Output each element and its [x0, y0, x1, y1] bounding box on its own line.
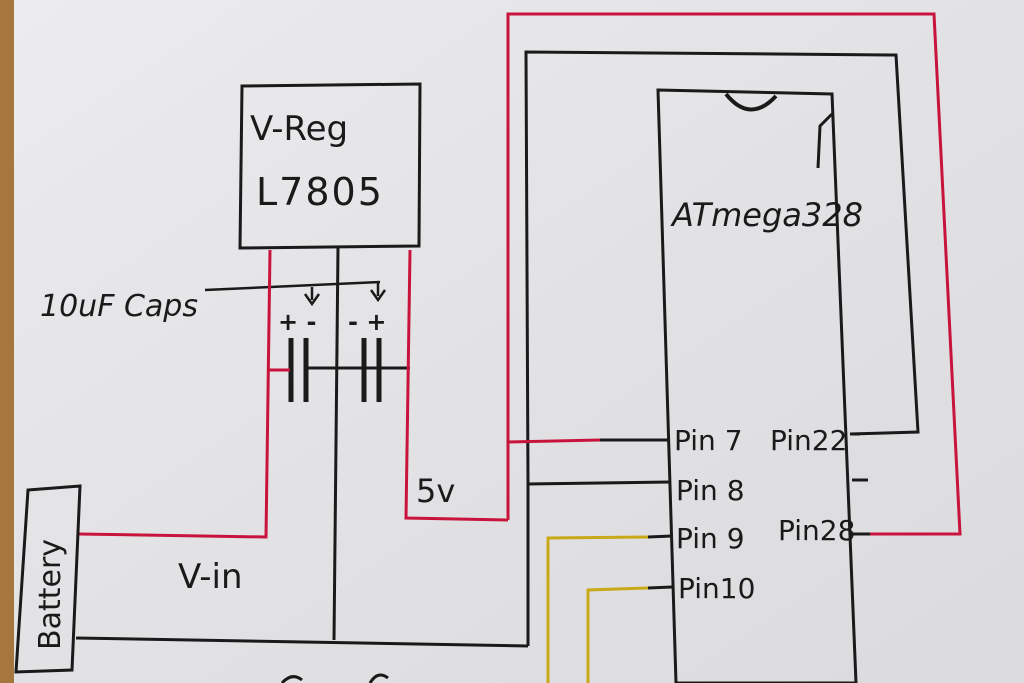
- chip-notch: [724, 92, 778, 112]
- pin-label-9: Pin 9: [676, 522, 745, 555]
- five-volt-riser: [506, 12, 962, 536]
- capacitor-label: 10uF Caps: [40, 289, 198, 324]
- pin9-stub: [647, 534, 673, 539]
- battery-label: Battery: [33, 539, 68, 650]
- pin-label-10: Pin10: [678, 572, 755, 605]
- paper-shade: [14, 0, 1024, 683]
- capacitor-right-polarity: - +: [348, 308, 386, 336]
- chip-pin1-marker: [816, 112, 834, 169]
- regulator-line1: V-Reg: [250, 109, 348, 149]
- pin10-yellow-wire: [586, 586, 649, 683]
- regulator-box: [238, 82, 422, 250]
- capacitor-arrow-left: [303, 287, 321, 307]
- pin7-red-wire: [507, 438, 601, 444]
- capacitor-pointer-line: [204, 280, 381, 292]
- regulator-line2: L7805: [256, 170, 384, 214]
- ground-loop-wire: [524, 50, 920, 485]
- five-volt-wire: [404, 249, 509, 522]
- pin9-yellow-wire: [546, 535, 649, 683]
- chip-body: [656, 88, 858, 683]
- pin-label-8: Pin 8: [676, 474, 745, 507]
- capacitor-left-polarity: + -: [278, 308, 316, 336]
- partial-bottom-handwriting: [280, 673, 389, 683]
- vin-label: V-in: [178, 557, 243, 597]
- pin-label-7: Pin 7: [674, 424, 743, 457]
- vin-wire: [77, 249, 272, 539]
- capacitor-arrow-right: [369, 282, 387, 303]
- regulator-ground-wire: [332, 246, 340, 641]
- battery-box: [14, 484, 82, 674]
- pin-label-22: Pin22: [770, 424, 847, 457]
- ground-bottom-wire: [75, 636, 529, 648]
- five-volt-label: 5v: [416, 472, 455, 510]
- pin-label-28: Pin28: [778, 514, 855, 547]
- chip-name: ATmega328: [670, 196, 863, 234]
- pin10-stub: [647, 585, 673, 590]
